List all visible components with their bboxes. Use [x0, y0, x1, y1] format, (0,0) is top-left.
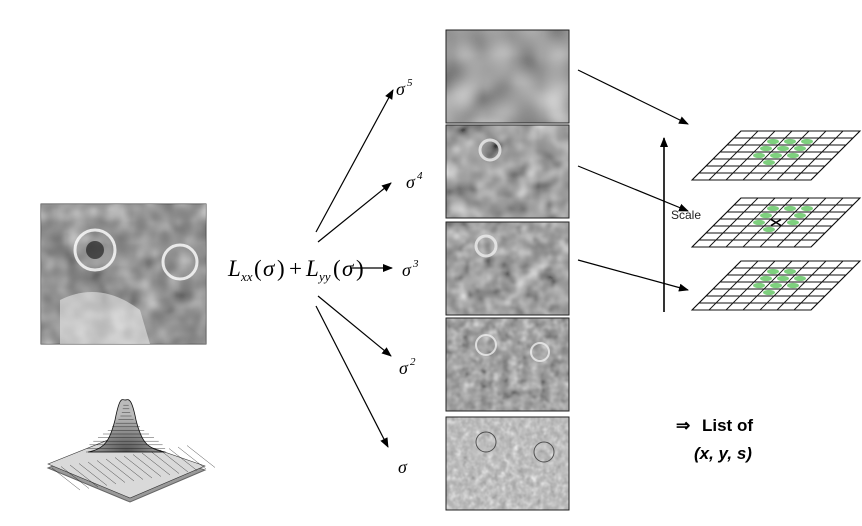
scale-label-5-exp: 5: [407, 77, 413, 89]
mesh-line: [78, 463, 108, 486]
keypoint-marker: [753, 152, 765, 159]
scale-axis-label: Scale: [671, 208, 701, 222]
keypoint-marker: [760, 145, 772, 152]
center-cross-marker: [770, 218, 782, 227]
keypoint-marker: [787, 219, 799, 226]
mesh-line: [60, 466, 90, 489]
arrow-to-sigma2: [317, 295, 392, 357]
result-line-2: (x, y, s): [694, 444, 752, 463]
keypoint-marker: [763, 159, 775, 166]
scale-label-2-exp: 2: [410, 356, 416, 368]
keypoint-grid-stack: [690, 130, 862, 311]
keypoint-marker: [794, 212, 806, 219]
keypoint-marker: [801, 205, 813, 212]
keypoint-marker: [767, 138, 779, 145]
equation-L1: L: [227, 256, 241, 281]
scale-label-3-exp: 3: [412, 258, 419, 270]
stack-to-grid-arrows: [577, 69, 689, 292]
mesh-line: [132, 454, 162, 477]
keypoint-marker: [760, 212, 772, 219]
mesh-line: [105, 458, 135, 482]
equation-sigma-1: σ: [263, 256, 276, 281]
keypoint-marker: [763, 289, 775, 296]
keypoint-marker: [794, 145, 806, 152]
mesh-line: [150, 451, 180, 474]
arrow-sigma3-to-bottom-grid: [577, 259, 689, 292]
input-image: [40, 203, 207, 345]
result-arrow: ⇒: [676, 416, 690, 435]
mesh-line: [141, 452, 171, 476]
keypoint-marker: [784, 205, 796, 212]
scale-label-2-base: σ: [399, 358, 409, 378]
keypoint-marker: [760, 275, 772, 282]
scale-axis: Scale: [660, 137, 701, 312]
equation-paren-open-2: (: [333, 256, 341, 281]
grid-bottom: [690, 260, 862, 311]
scale-label-1-base: σ: [398, 457, 408, 477]
response-image-sigma3: [445, 221, 570, 316]
keypoint-marker: [787, 282, 799, 289]
keypoint-marker: [801, 138, 813, 145]
mesh-line: [159, 449, 189, 473]
mesh-line: [177, 446, 207, 470]
scale-labels: σ 5 σ 4 σ 3 σ 2 σ: [396, 77, 423, 477]
response-image-sigma5: [445, 29, 570, 124]
arrow-sigma4-to-middle-grid: [577, 165, 689, 212]
keypoint-marker: [794, 275, 806, 282]
response-image-sigma1: [445, 416, 570, 511]
keypoint-marker: [767, 205, 779, 212]
keypoint-marker: [767, 268, 779, 275]
arrow-to-sigma5: [315, 89, 394, 233]
keypoint-marker: [770, 152, 782, 159]
mesh-line: [114, 457, 144, 480]
mesh-line: [186, 445, 216, 468]
response-image-sigma2: [445, 317, 570, 412]
scale-label-4-exp: 4: [417, 170, 423, 182]
equation-plus: +: [289, 256, 302, 281]
mesh-line: [69, 464, 99, 488]
equation-L2: L: [305, 256, 319, 281]
filtered-image-stack: [445, 29, 570, 511]
mesh-line: [87, 461, 117, 485]
arrow-to-sigma4: [317, 182, 392, 243]
mesh-line: [96, 460, 126, 483]
gaussian-kernel-plot: [46, 399, 216, 503]
scale-label-3-base: σ: [402, 260, 412, 280]
keypoint-marker: [777, 275, 789, 282]
equation-sigma-2: σ: [342, 256, 355, 281]
equation-sub-yy: yy: [317, 269, 331, 284]
scale-label-4-base: σ: [406, 172, 416, 192]
keypoint-marker: [777, 145, 789, 152]
fan-arrows: [315, 89, 394, 448]
keypoint-marker: [770, 282, 782, 289]
mesh-line: [168, 448, 198, 471]
equation-sub-xx: xx: [240, 269, 253, 284]
grid-middle: [690, 197, 862, 248]
keypoint-marker: [784, 268, 796, 275]
result-text: ⇒ List of (x, y, s): [676, 416, 753, 463]
keypoint-marker: [753, 282, 765, 289]
result-line-1: List of: [702, 416, 753, 435]
keypoint-marker: [784, 138, 796, 145]
equation-paren-open-1: (: [254, 256, 262, 281]
keypoint-marker: [763, 226, 775, 233]
mesh-line: [123, 455, 153, 479]
arrow-sigma5-to-top-grid: [577, 69, 689, 125]
equation-paren-close-1: ): [277, 256, 285, 281]
response-image-sigma4: [445, 124, 570, 219]
arrow-to-sigma1: [315, 305, 389, 448]
mesh-line: [51, 467, 81, 491]
laplacian-equation: L xx ( σ ) + L yy ( σ ): [227, 256, 364, 284]
keypoint-marker: [787, 152, 799, 159]
scale-label-5-base: σ: [396, 79, 406, 99]
keypoint-marker: [753, 219, 765, 226]
grid-top: [690, 130, 862, 181]
